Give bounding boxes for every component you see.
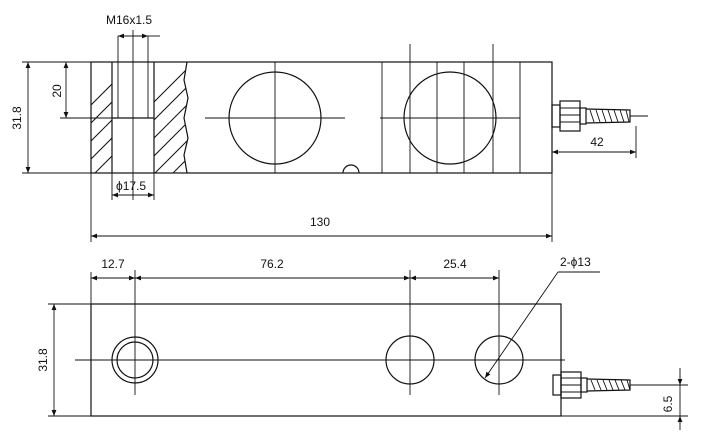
dim-length: 130 xyxy=(90,173,553,242)
span-label: 76.2 xyxy=(260,257,284,271)
offset-label: 12.7 xyxy=(101,257,125,271)
cable-connector-top xyxy=(552,371,688,399)
cable-label: 42 xyxy=(590,135,604,149)
dim-thread: M16x1.5 xyxy=(106,13,160,62)
top-view: 2-ϕ13 12.7 76.2 25.4 31.8 xyxy=(36,255,688,430)
mounting-hole-2 xyxy=(474,270,524,395)
length-label: 130 xyxy=(310,215,330,229)
cable-connector-side xyxy=(551,100,648,132)
dim-bore: ϕ17.5 xyxy=(111,173,155,200)
side-view: M16x1.5 31.8 20 ϕ17.5 130 xyxy=(10,13,648,242)
section-hatching xyxy=(91,30,189,200)
dim-top-row: 12.7 76.2 25.4 xyxy=(90,257,499,304)
strain-hole-2 xyxy=(380,44,521,173)
cable-offset-label: 6.5 xyxy=(661,395,675,412)
side-height-label: 31.8 xyxy=(10,106,24,130)
dim-side-height: 31.8 xyxy=(10,61,91,174)
dim-cable: 42 xyxy=(551,126,637,158)
holes-leader: 2-ϕ13 xyxy=(484,255,600,379)
strain-hole-1 xyxy=(205,62,345,173)
holes-label: 2-ϕ13 xyxy=(560,255,591,269)
pitch-label: 25.4 xyxy=(443,257,467,271)
bottom-notch xyxy=(342,164,360,174)
mounting-hole-left xyxy=(111,270,159,395)
mounting-hole-1 xyxy=(385,270,435,395)
dim-thread-depth: 20 xyxy=(50,62,112,119)
thread-depth-label: 20 xyxy=(50,84,64,98)
top-width-label: 31.8 xyxy=(36,348,50,372)
dim-top-width: 31.8 xyxy=(36,303,91,417)
thread-label: M16x1.5 xyxy=(106,13,152,27)
bore-label: ϕ17.5 xyxy=(116,179,146,193)
dim-cable-offset: 6.5 xyxy=(561,368,688,430)
